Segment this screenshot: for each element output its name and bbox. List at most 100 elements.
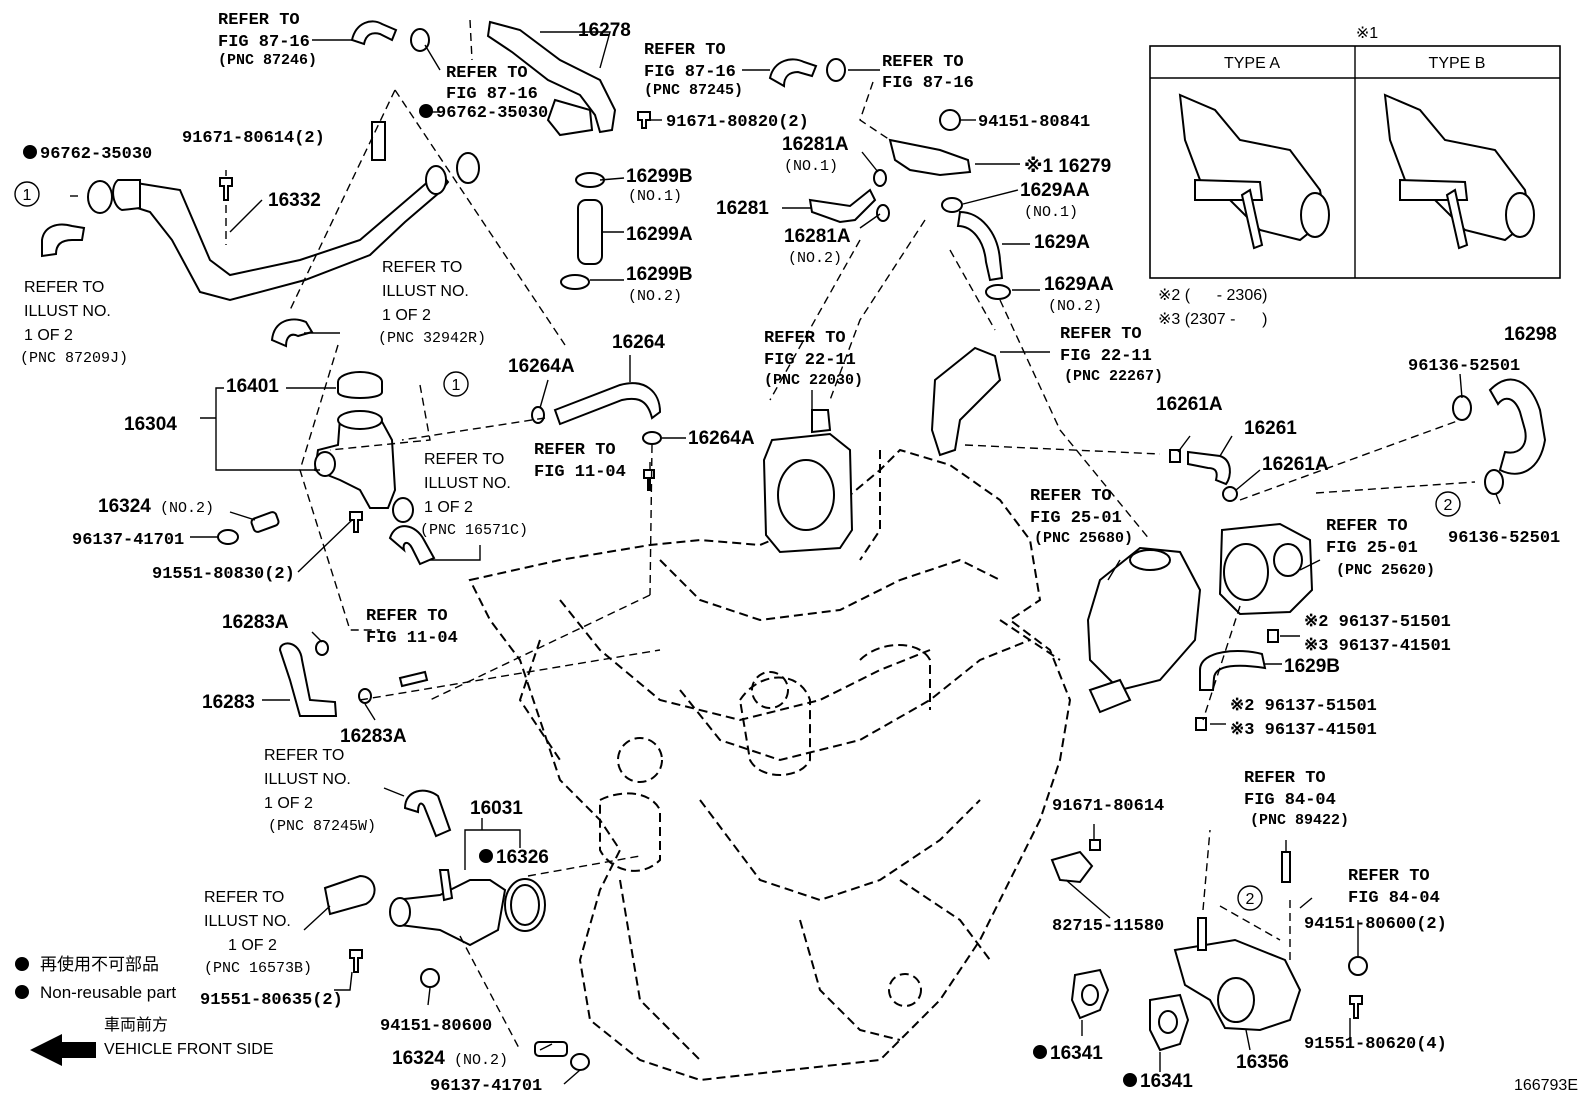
svg-text:REFER TO: REFER TO [1348, 867, 1430, 886]
hose-16571c-drawing [388, 525, 436, 566]
nut-94151-80600-right-drawing [1348, 956, 1368, 976]
front-arrow-icon [30, 1034, 96, 1066]
ref-16573b: REFER TO ILLUST NO. 1 OF 2 (PNC 16573B) [204, 889, 312, 977]
outlet-16304-neck [337, 410, 383, 430]
clamp-16281a-no2-drawing [876, 204, 890, 222]
label-91671-80820-2: 91671-80820(2) [666, 113, 809, 132]
ref-fig-11-04-a: REFER TO FIG 11-04 [534, 441, 626, 482]
label-16278: 16278 [578, 20, 631, 41]
legend-jp: 再使用不可部品 [40, 954, 159, 974]
clamp-87245-drawing [826, 58, 846, 82]
hose-87245-drawing [768, 58, 818, 88]
bolt-91671-80614-lower-drawing [1089, 839, 1101, 851]
front-jp: 車両前方 [104, 1016, 168, 1034]
label-16264a-top: 16264A [508, 356, 575, 377]
front-en: VEHICLE FRONT SIDE [104, 1041, 274, 1058]
legend: 再使用不可部品 Non-reusable part 車両前方 VEHICLE F… [15, 954, 274, 1066]
svg-text:2: 2 [1246, 891, 1255, 908]
gasket-96762-left-drawing [87, 180, 113, 214]
label-82715-11580: 82715-11580 [1052, 917, 1164, 936]
hose-87246-drawing [350, 20, 398, 46]
svg-text:FIG 11-04: FIG 11-04 [534, 463, 626, 482]
label-16261a-top: 16261A [1156, 394, 1223, 415]
ref-22030: REFER TO FIG 22-11 (PNC 22030) [764, 329, 863, 389]
label-1629aa-no1-sub: (NO.1) [1024, 204, 1078, 221]
svg-text:FIG 25-01: FIG 25-01 [1326, 539, 1418, 558]
svg-text:REFER TO: REFER TO [366, 607, 448, 626]
inset-mark: ※1 [1356, 25, 1378, 42]
ref-87246: REFER TO FIG 87-16 (PNC 87246) [218, 11, 317, 69]
ref-87209j: REFER TO ILLUST NO. 1 OF 2 (PNC 87209J) [20, 279, 128, 367]
hose-16261-drawing [1187, 450, 1231, 486]
pipe-16332-end [112, 179, 141, 212]
ref-89422: REFER TO FIG 84-04 (PNC 89422) [1244, 769, 1349, 829]
nut-94151-80600-drawing [420, 968, 440, 988]
svg-text:1 OF 2: 1 OF 2 [382, 307, 431, 324]
label-16324-no2-bottom: 16324 [392, 1048, 445, 1069]
svg-text:16341: 16341 [1050, 1043, 1103, 1064]
clamp-96137-51501b-drawing [1195, 717, 1207, 731]
svg-text:REFER TO: REFER TO [424, 451, 504, 468]
egr-valve-25680-drawing [1086, 546, 1202, 692]
nut-94151-80841-drawing [939, 109, 961, 131]
note-2: ※2 ( - 2306) [1158, 287, 1267, 304]
note-3: ※3 (2307 - ) [1158, 311, 1267, 328]
circle-ref-2-lower: 2 [1237, 885, 1263, 911]
bracket-22267-drawing [930, 346, 1002, 457]
hose-16573b-drawing [323, 874, 376, 916]
ref-16571c: REFER TO ILLUST NO. 1 OF 2 (PNC 16571C) [420, 451, 528, 539]
bracket-16278-drawing [546, 98, 594, 137]
leader-lines [190, 31, 1501, 1085]
type-inset [1149, 45, 1561, 279]
svg-text:(PNC 87245W): (PNC 87245W) [268, 818, 376, 835]
hose-16264-drawing [553, 382, 662, 426]
gasket-96762-right-drawing [456, 152, 480, 184]
svg-text:(PNC 87245): (PNC 87245) [644, 82, 743, 99]
label-16324-no2-top-sub: (NO.2) [160, 500, 214, 517]
inlet-16031-drawing [393, 879, 507, 947]
svg-text:16341: 16341 [1140, 1071, 1193, 1092]
svg-text:(PNC 22267): (PNC 22267) [1064, 368, 1163, 385]
svg-text:REFER TO: REFER TO [764, 329, 846, 348]
hose-16299a-drawing [577, 199, 603, 265]
ref-fig-87-16-a: REFER TO FIG 87-16 [446, 64, 538, 104]
svg-text:FIG 22-11: FIG 22-11 [764, 351, 856, 370]
illustration-code: 166793E [1514, 1077, 1578, 1094]
label-16283a-top: 16283A [222, 612, 289, 633]
clamp-16261a-top-drawing [1169, 449, 1181, 463]
label-16283a-bottom: 16283A [340, 726, 407, 747]
bolt-fig-11-04-lower-drawing [398, 670, 429, 688]
clamp-16299b-no1-drawing [575, 172, 605, 188]
clamp-96136-bottom-drawing [1484, 469, 1504, 495]
svg-text:REFER TO: REFER TO [644, 41, 726, 60]
label-16299b-no2-sub: (NO.2) [628, 288, 682, 305]
type-a-label: TYPE A [1224, 55, 1280, 72]
svg-text:REFER TO: REFER TO [882, 53, 964, 72]
clamp-1629aa-no1-drawing [941, 197, 963, 213]
svg-text:(PNC 89422): (PNC 89422) [1250, 812, 1349, 829]
svg-text:96762-35030: 96762-35030 [40, 145, 152, 164]
ref-87245w: REFER TO ILLUST NO. 1 OF 2 (PNC 87245W) [264, 747, 376, 835]
engine-outline [468, 448, 1072, 1082]
hose-1629b-drawing [1199, 650, 1267, 691]
svg-text:16326: 16326 [496, 847, 549, 868]
label-16298: 16298 [1504, 324, 1557, 345]
svg-text:REFER TO: REFER TO [24, 279, 104, 296]
hose-1629a-drawing [956, 210, 1004, 282]
label-16299b-no1-sub: (NO.1) [628, 188, 682, 205]
svg-text:ILLUST NO.: ILLUST NO. [204, 913, 291, 930]
hose-87245w-drawing [403, 789, 452, 838]
svg-text:1 OF 2: 1 OF 2 [264, 795, 313, 812]
clamp-16283a-top-drawing [315, 640, 329, 656]
clamp-16264a-left-drawing [531, 406, 545, 424]
svg-text:REFER TO: REFER TO [204, 889, 284, 906]
bolt-91671-80820-drawing [637, 111, 651, 129]
label-16304: 16304 [124, 414, 177, 435]
pipe-16324-no2-lower-drawing [534, 1041, 568, 1057]
label-91551-80635-2: 91551-80635(2) [200, 991, 343, 1010]
svg-text:REFER TO: REFER TO [446, 64, 528, 83]
label-96136-52501-top: 96136-52501 [1408, 357, 1520, 376]
label-16281a-no1: 16281A [782, 134, 849, 155]
clamp-1629aa-no2-drawing [985, 284, 1011, 300]
circle-ref-1-left: 1 [14, 181, 40, 207]
